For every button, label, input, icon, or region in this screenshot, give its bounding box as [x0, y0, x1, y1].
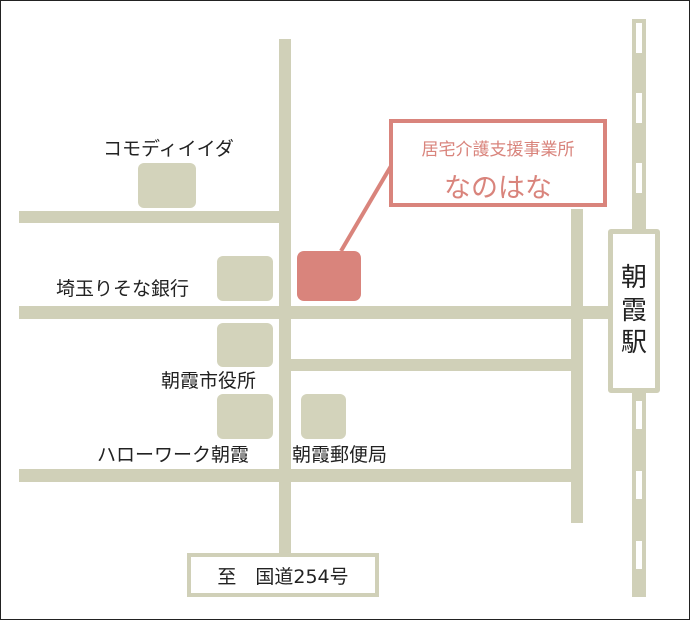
label-city-hall: 朝霞市役所: [161, 370, 257, 392]
building-hello-work: [217, 394, 273, 439]
destination-name: なのはな: [444, 173, 552, 204]
route-sign: 至 国道254号: [187, 553, 379, 597]
destination-subtitle: 居宅介護支援事業所: [421, 140, 575, 160]
station-char: 朝: [620, 263, 647, 294]
destination-callout: 居宅介護支援事業所 なのはな: [389, 119, 607, 207]
railway-dashes: [636, 23, 642, 569]
road-middle-horizontal: [19, 306, 611, 319]
building-nanohana: [297, 251, 361, 301]
station-asaka: 朝 霞 駅: [608, 229, 660, 393]
route-sign-text: 至 国道254号: [217, 565, 349, 588]
label-hello-work: ハローワーク朝霞: [97, 444, 250, 466]
building-post-office: [301, 394, 346, 439]
building-city-hall: [217, 323, 273, 367]
label-post-office: 朝霞郵便局: [292, 444, 388, 466]
road-short-horizontal: [286, 359, 581, 371]
road-main-vertical: [279, 39, 291, 557]
station-char: 駅: [620, 328, 647, 359]
callout-pointer: [339, 164, 393, 253]
road-top-horizontal: [19, 211, 287, 223]
building-komodi: [138, 163, 196, 208]
road-right-vertical: [571, 209, 583, 523]
label-komodi: コモディイイダ: [103, 138, 234, 160]
road-lower-horizontal: [19, 469, 581, 482]
building-bank: [217, 256, 273, 301]
station-char: 霞: [620, 295, 647, 326]
label-bank: 埼玉りそな銀行: [56, 278, 190, 300]
